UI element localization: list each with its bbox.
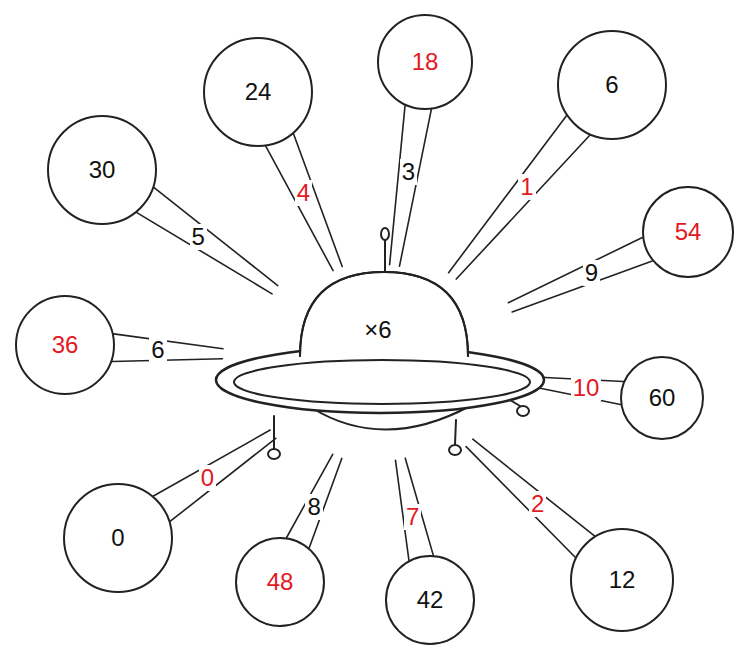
multiplier-label: 8 [305,494,322,520]
tail-line [137,188,278,294]
multiplier-label: 10 [571,375,602,401]
number-bubble: 42 [385,555,475,645]
bubble-number: 60 [649,384,676,412]
number-bubble: 18 [377,14,473,110]
number-bubble: 0 [63,483,173,593]
bubble-number: 6 [605,71,618,99]
tail-line [508,238,652,312]
number-bubble: 48 [235,537,325,627]
number-bubble: 30 [47,115,157,225]
tail-line [390,106,432,266]
bubble-tail [266,134,342,271]
tail-line [466,439,594,557]
bubble-number: 42 [417,586,444,614]
tail-line [266,134,342,271]
bubble-number: 48 [267,568,294,596]
multiplier-label: 5 [190,224,207,250]
multiplier-label: 0 [199,465,216,491]
bubble-tail [508,238,652,312]
number-bubble: 60 [620,356,704,440]
bubble-number: 0 [111,524,124,552]
bubble-number: 24 [245,78,272,106]
bubble-number: 12 [609,566,636,594]
number-bubble: 6 [557,30,667,140]
tail-line [395,458,433,560]
tail-line [287,454,342,548]
number-bubble: 36 [15,295,115,395]
bubble-tail [466,439,594,557]
bubble-tail [137,188,278,294]
bubble-tail [287,454,342,548]
multiplier-label: 9 [583,260,600,286]
number-bubble: 54 [642,186,734,278]
number-bubble: 24 [203,37,313,147]
bubble-tail [153,430,275,521]
multiplier-label: 6 [149,337,166,363]
multiplier-label: 1 [518,174,535,200]
bubble-tail [395,458,433,560]
multiplier-label: 7 [404,504,421,530]
tail-line [449,116,590,279]
bubble-number: 36 [52,331,79,359]
multiplier-label: 4 [295,180,312,206]
bubble-number: 30 [89,156,116,184]
multiplier-label: 3 [400,159,417,185]
ufo-outline [212,220,548,470]
ufo-shape: ×6 [212,220,548,470]
multiplier-label: 2 [529,491,546,517]
bubble-number: 18 [412,48,439,76]
bubble-number: 54 [675,218,702,246]
tail-line [153,430,275,521]
tail-line [112,334,223,362]
number-bubble: 12 [570,528,674,632]
bubble-tail [390,106,432,266]
bubble-tail [112,334,223,362]
multiplier-text: ×6 [364,316,391,344]
bubble-tail [449,116,590,279]
